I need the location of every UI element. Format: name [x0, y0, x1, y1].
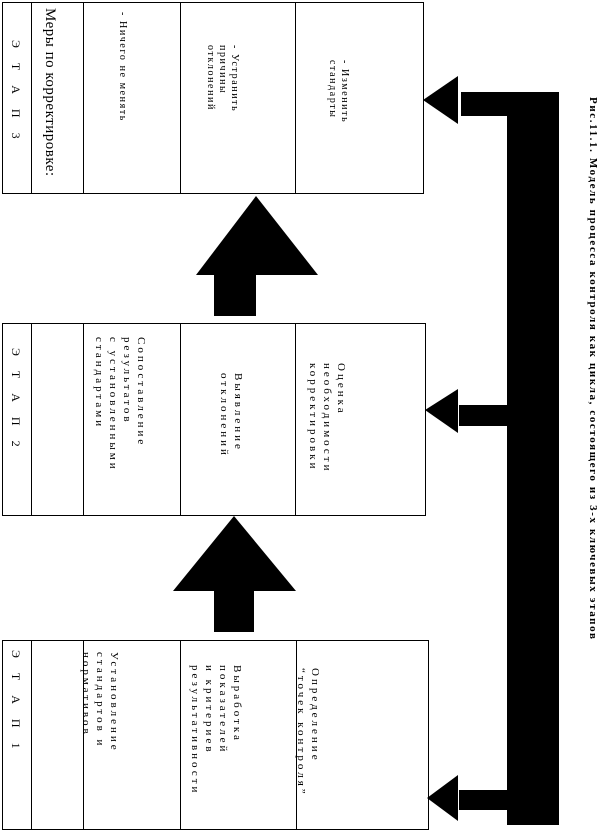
stage-2-box	[2, 323, 426, 516]
feedback-loop	[423, 76, 559, 825]
stage-3-box	[2, 2, 424, 194]
up-arrow-2-to-3	[196, 196, 318, 316]
figure-caption: Рис.11.1. Модель процесса контроля как ц…	[587, 97, 599, 641]
up-arrow-1-to-2	[173, 516, 296, 632]
stage-1-box	[2, 640, 429, 830]
